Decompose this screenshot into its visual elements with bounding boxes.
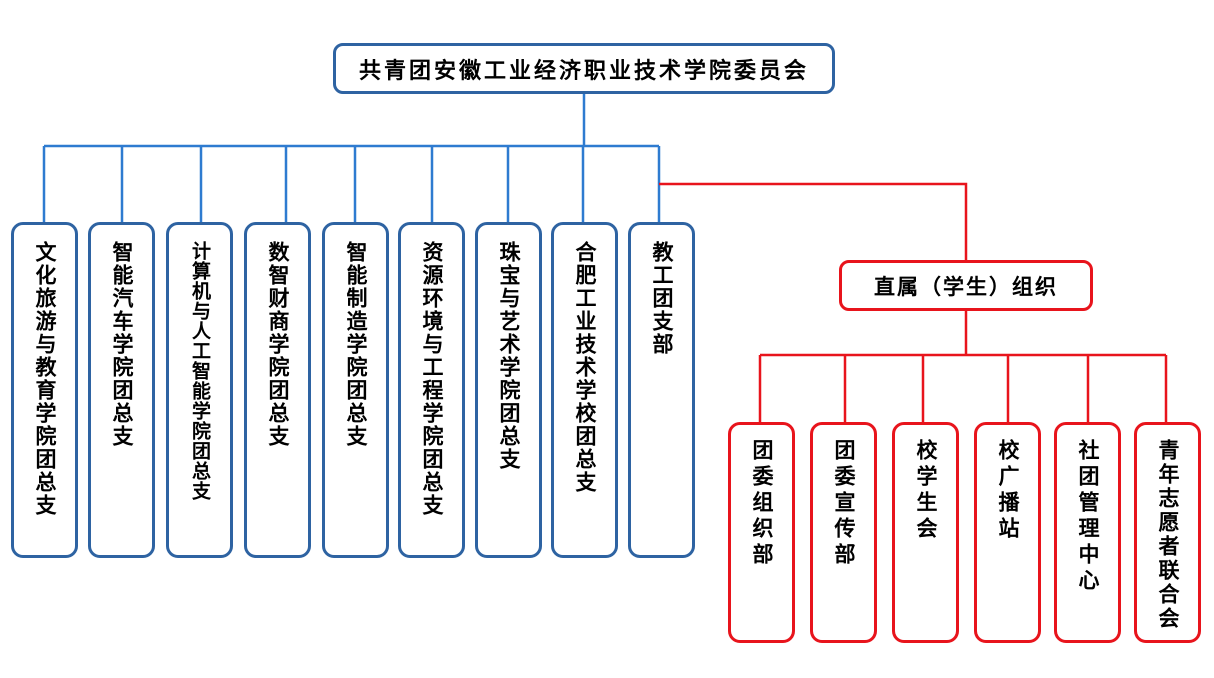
root-node[interactable]: 共青团安徽工业经济职业技术学院委员会: [333, 43, 835, 94]
blue-connectors: [42, 93, 661, 223]
red-connectors: [659, 182, 1168, 424]
branch-label: 智能制造学院团总支: [344, 241, 368, 448]
branch-node[interactable]: 智能制造学院团总支: [322, 222, 389, 558]
branch-label: 资源环境与工程学院团总支: [420, 241, 444, 517]
branch-node[interactable]: 文化旅游与教育学院团总支: [11, 222, 78, 558]
direct-child-label: 校学生会: [914, 439, 938, 543]
direct-child-node[interactable]: 社团管理中心: [1054, 422, 1121, 643]
direct-child-node[interactable]: 校广播站: [974, 422, 1041, 643]
direct-child-node[interactable]: 团委组织部: [728, 422, 795, 643]
direct-node[interactable]: 直属（学生）组织: [839, 260, 1093, 311]
direct-child-node[interactable]: 团委宣传部: [810, 422, 877, 643]
branch-label: 智能汽车学院团总支: [110, 241, 134, 448]
direct-child-node[interactable]: 青年志愿者联合会: [1134, 422, 1201, 643]
direct-child-node[interactable]: 校学生会: [892, 422, 959, 643]
branch-label: 教工团支部: [650, 241, 674, 356]
direct-child-label: 青年志愿者联合会: [1156, 439, 1180, 631]
branch-label: 珠宝与艺术学院团总支: [497, 241, 521, 471]
branch-label: 文化旅游与教育学院团总支: [33, 241, 57, 517]
direct-child-label: 校广播站: [996, 439, 1020, 543]
branch-label: 合肥工业技术学校团总支: [573, 241, 597, 494]
branch-node[interactable]: 计算机与人工智能学院团总支: [166, 222, 233, 558]
branch-node[interactable]: 教工团支部: [628, 222, 695, 558]
direct-label: 直属（学生）组织: [874, 274, 1058, 299]
branch-node[interactable]: 合肥工业技术学校团总支: [551, 222, 618, 558]
direct-child-label: 社团管理中心: [1076, 439, 1100, 595]
branch-label: 计算机与人工智能学院团总支: [189, 241, 211, 501]
root-label: 共青团安徽工业经济职业技术学院委员会: [358, 58, 809, 84]
branch-node[interactable]: 智能汽车学院团总支: [88, 222, 155, 558]
direct-child-label: 团委宣传部: [832, 439, 856, 569]
branch-node[interactable]: 珠宝与艺术学院团总支: [475, 222, 542, 558]
branch-node[interactable]: 数智财商学院团总支: [244, 222, 311, 558]
branch-label: 数智财商学院团总支: [266, 241, 290, 448]
direct-child-label: 团委组织部: [750, 439, 774, 569]
direct-link: [659, 182, 968, 262]
branch-node[interactable]: 资源环境与工程学院团总支: [398, 222, 465, 558]
